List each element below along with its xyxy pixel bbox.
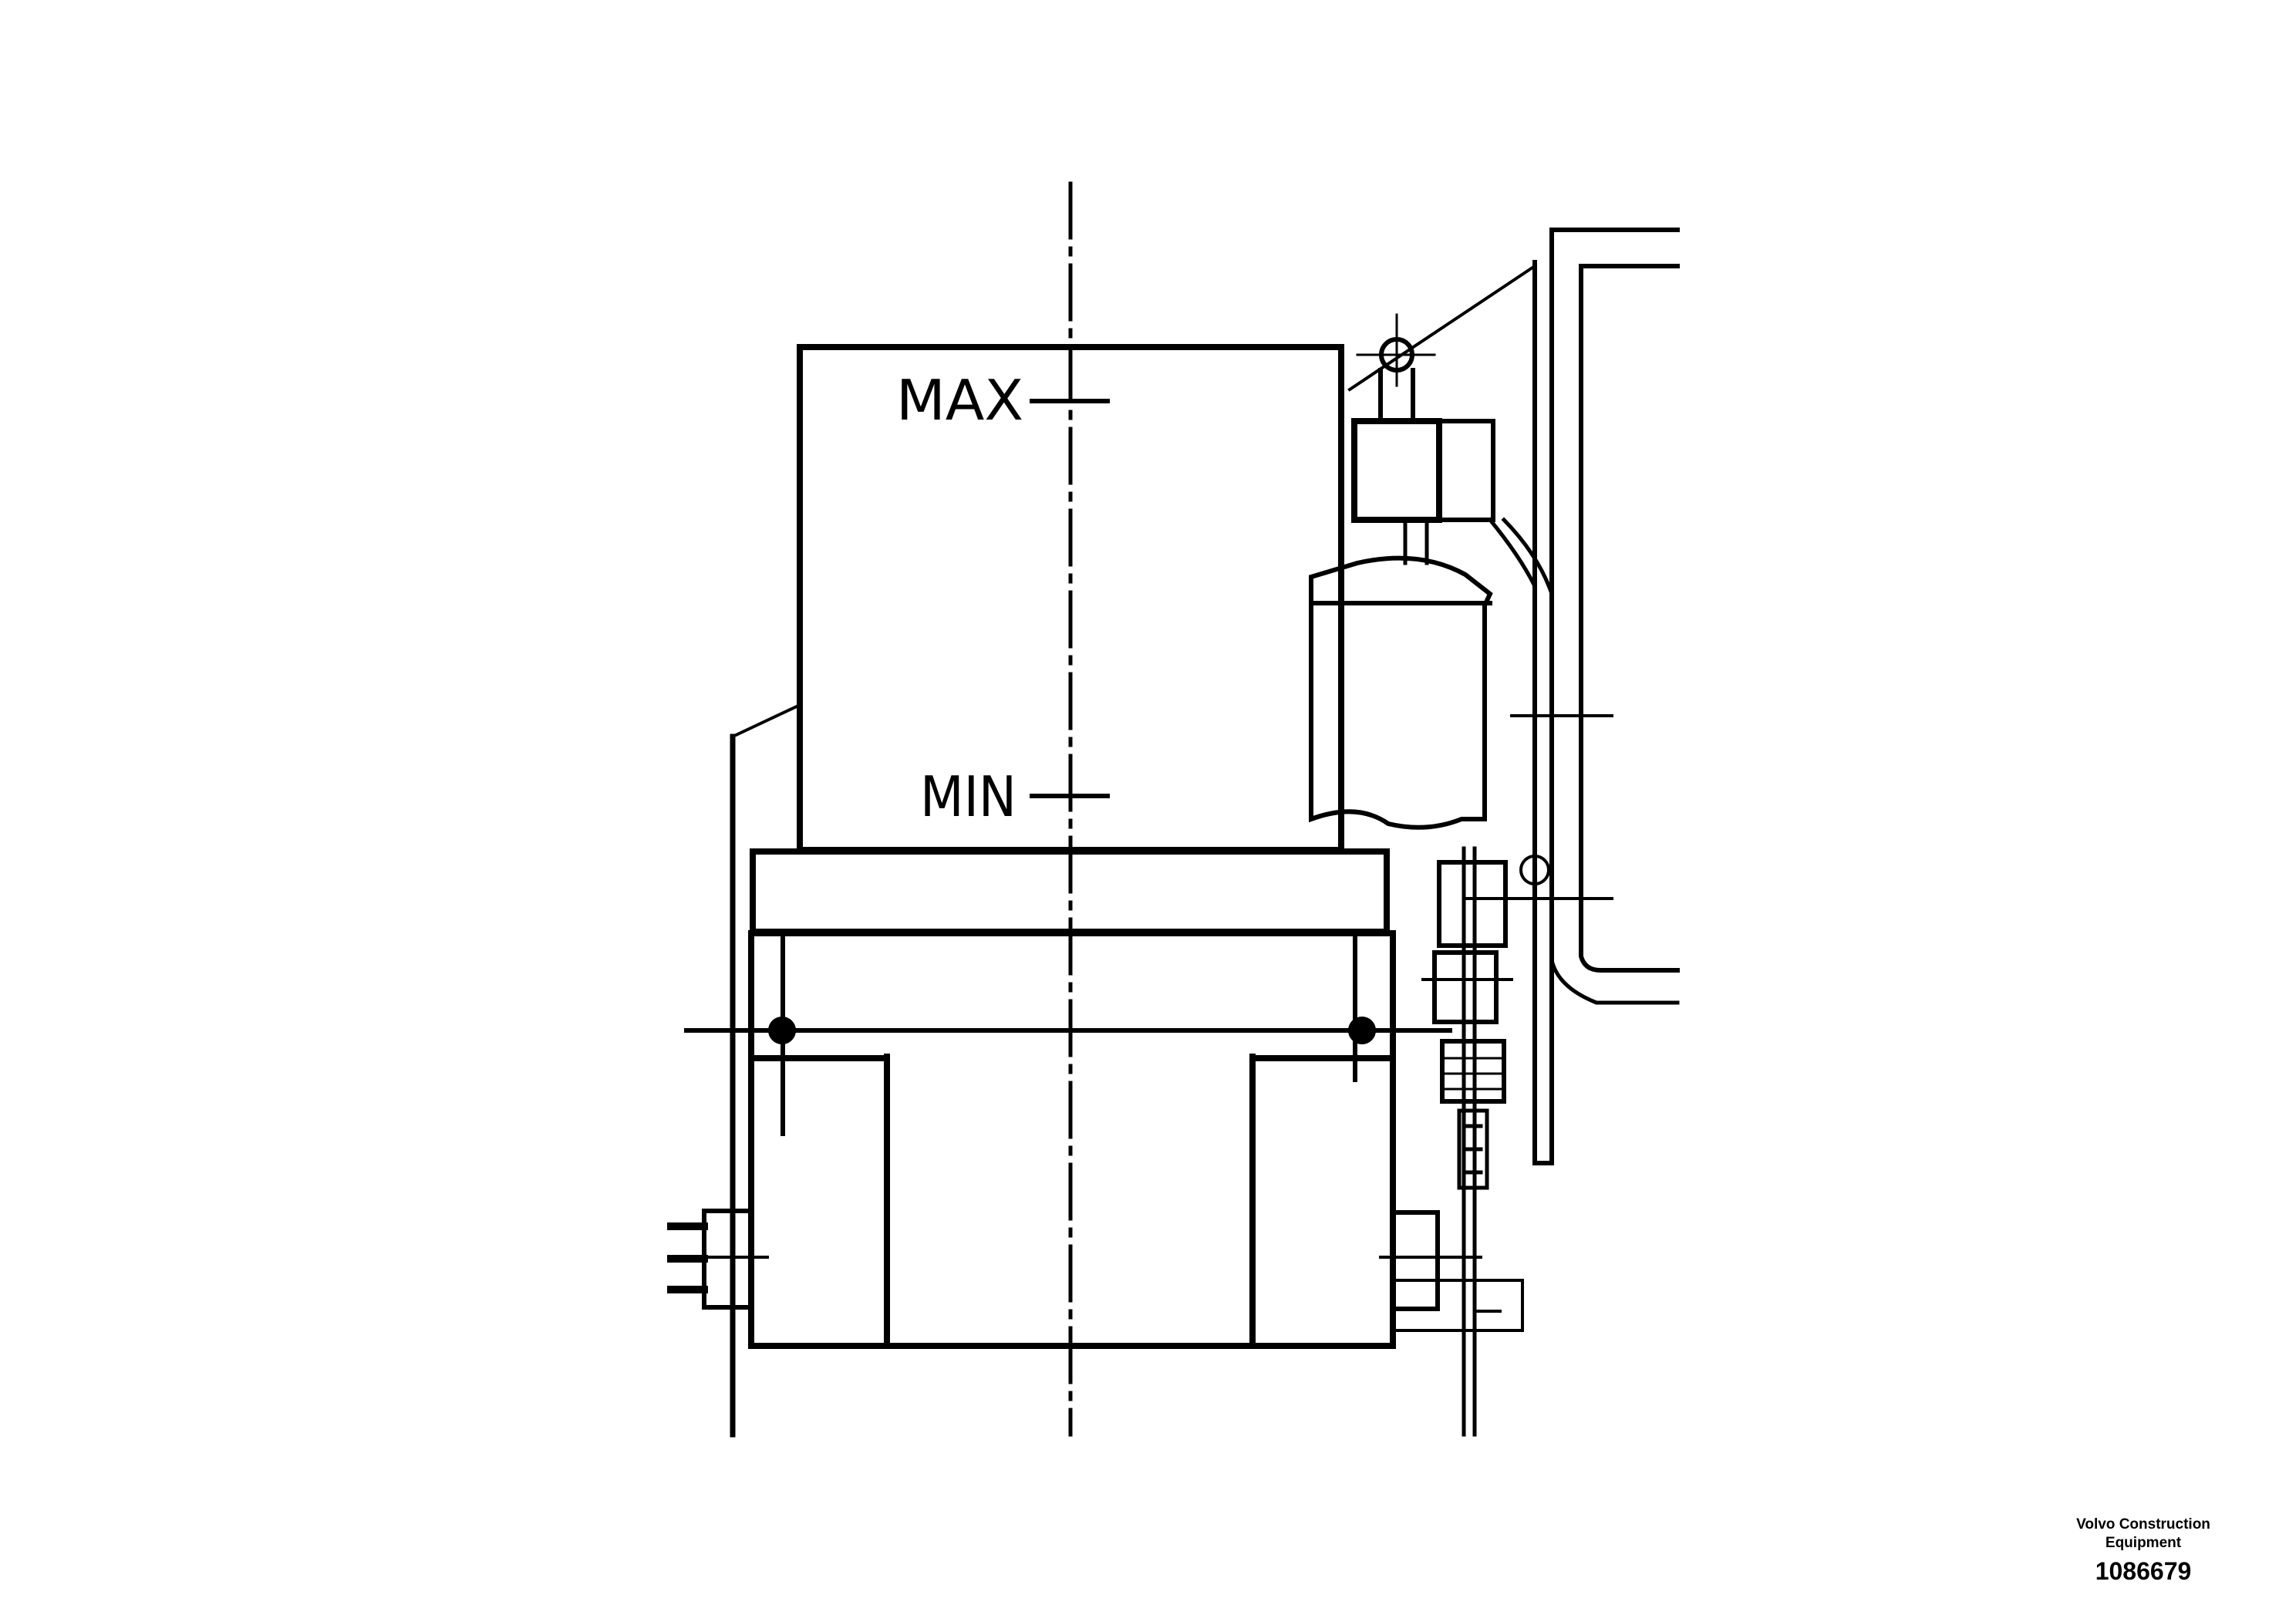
part-number: 1086679 [2095,1557,2192,1585]
valve-block [1437,860,1508,948]
left-fitting [702,1209,754,1310]
publisher-credit: Volvo Construction Equipment 1086679 [2043,1516,2244,1588]
machine-frame [1532,228,1680,1165]
company-name-line2: Equipment [2105,1535,2182,1551]
pump-body [748,930,1396,1349]
company-name-line1: Volvo Construction [2076,1516,2210,1533]
filter-canister [1309,555,1493,830]
min-label: MIN [920,764,1017,829]
right-bolt [1348,1017,1376,1044]
filter-cap [1351,418,1442,523]
max-label: MAX [896,368,1023,433]
left-bolt [768,1017,796,1044]
right-fitting [1391,1210,1440,1311]
